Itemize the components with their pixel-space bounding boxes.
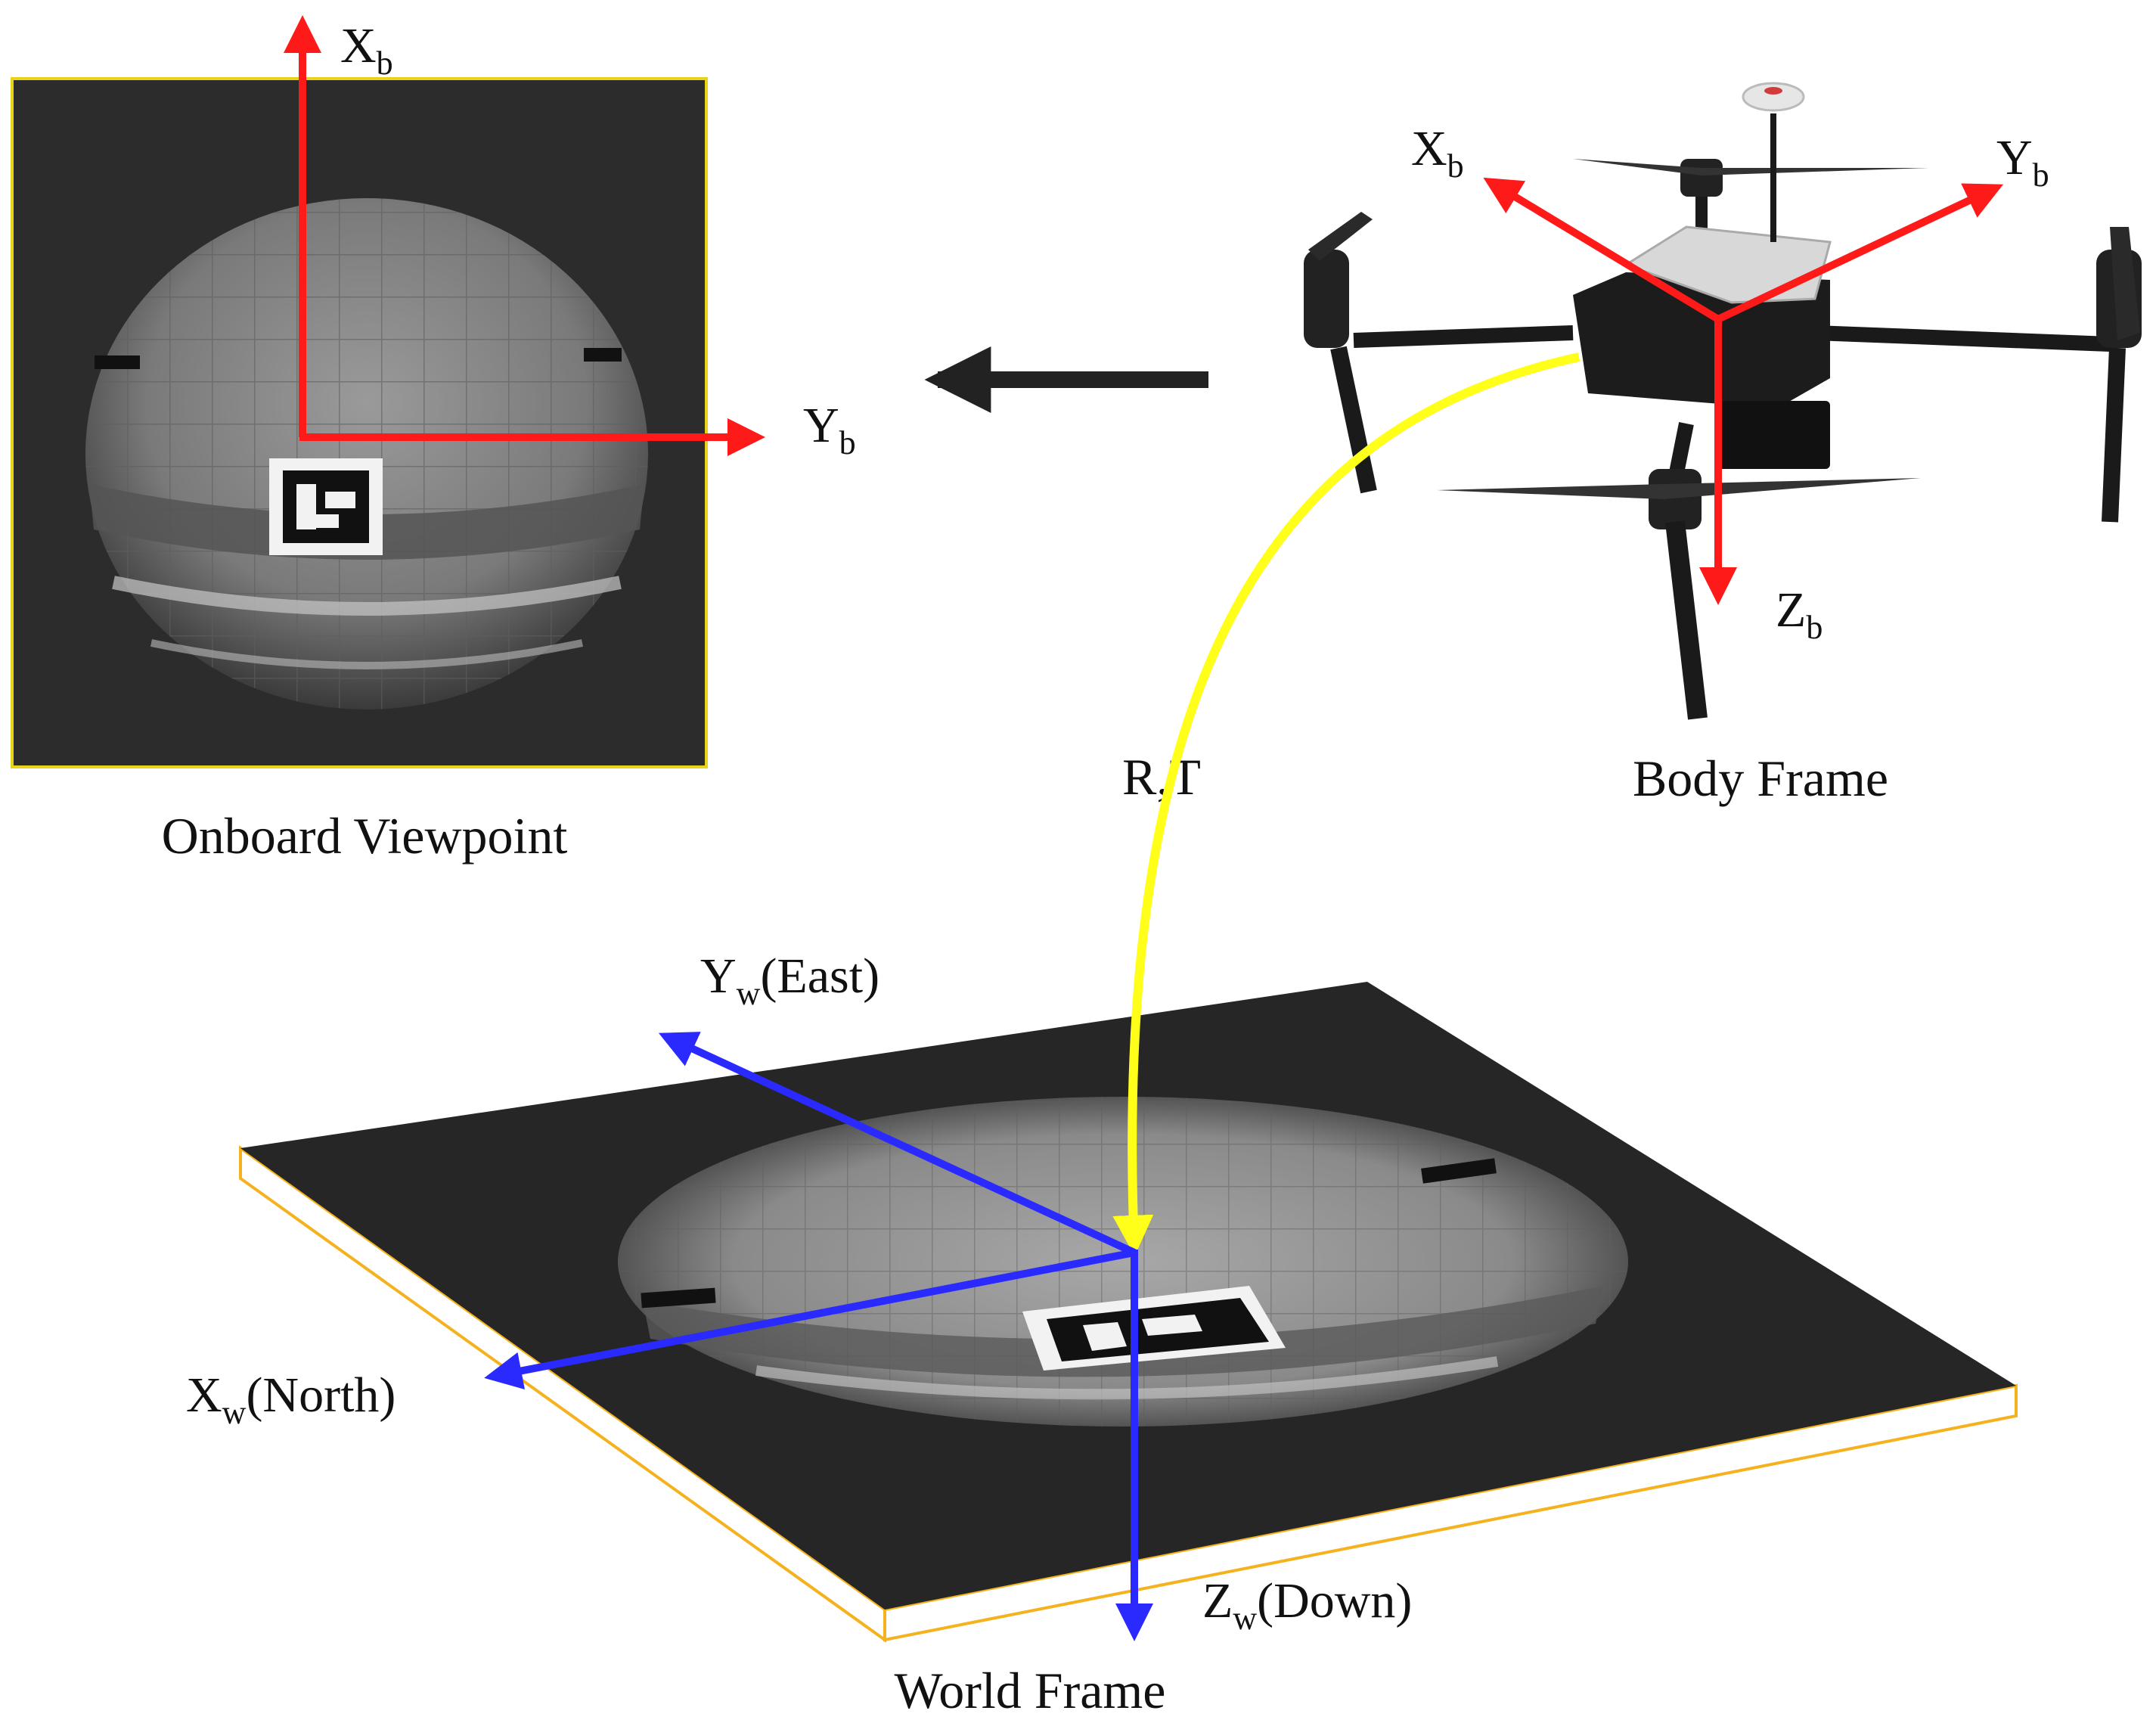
leg-right [2102,347,2126,523]
propeller-left [1308,212,1373,261]
body-x-axis-arrow [1483,177,1720,323]
onboard-y-axis-label: Yb [803,398,856,461]
platform-apriltag-marker [1022,1286,1286,1371]
world-y-axis-arrow [658,1032,1137,1256]
apriltag-marker [269,458,383,555]
body-frame-caption: Body Frame [1633,750,1888,807]
body-y-axis-label: Yb [1996,130,2049,194]
transform-arc [1112,352,1581,1256]
gps-antenna [1742,82,1805,112]
propeller-rear [1573,159,1928,175]
world-platform [239,982,2018,1643]
propeller-right [2110,227,2140,340]
world-x-axis-label: Xw(North) [186,1368,396,1431]
drone-body [1573,272,1830,408]
right-bracket [584,348,622,362]
leg-left [1330,346,1377,494]
platform-right-bracket [1421,1158,1497,1184]
world-z-axis-label: Zw(Down) [1202,1573,1412,1637]
drone-camera [1717,401,1830,469]
body-x-axis-label: Xb [1411,121,1464,185]
world-frame-caption: World Frame [895,1662,1166,1719]
platform-left-bracket [641,1287,716,1309]
world-x-axis-arrow [484,1249,1135,1389]
propeller-front [1437,478,1921,499]
quadrotor-drone [1304,82,2142,720]
drone-arm-left [1353,325,1574,348]
transform-label: R,T [1122,748,1201,806]
body-y-axis-arrow [1716,183,2004,323]
onboard-caption: Onboard Viewpoint [162,807,568,865]
onboard-x-axis-label: Xb [340,18,393,82]
platform-dark-band [643,1286,1603,1377]
motor-left [1304,250,1349,348]
motor-front [1649,469,1702,529]
motor-rear [1680,159,1723,197]
drone-arm-right [1814,325,2111,352]
body-z-axis-label: Zb [1776,582,1823,646]
onboard-view-image [11,77,708,768]
leg-front [1665,520,1708,720]
world-y-axis-label: Yw(East) [700,948,879,1012]
left-bracket [95,355,140,369]
